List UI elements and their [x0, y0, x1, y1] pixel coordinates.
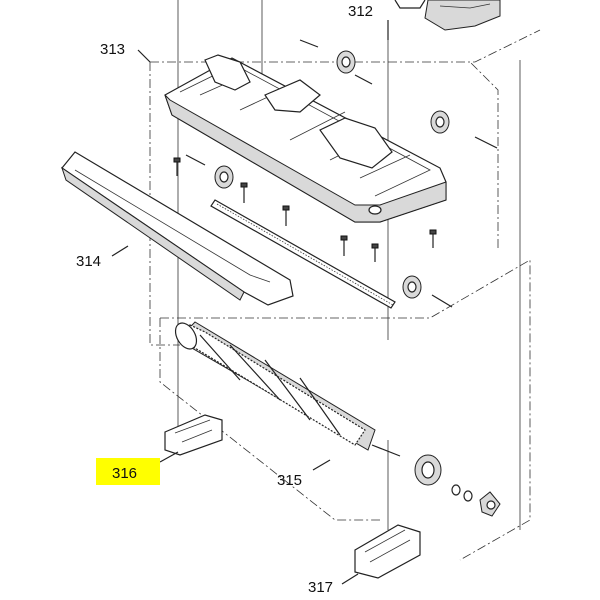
pin-lower — [431, 294, 453, 308]
bristle-strip — [210, 199, 396, 309]
screw-5 — [371, 243, 379, 262]
end-cap-317-detail — [364, 529, 411, 563]
screw-3 — [282, 205, 290, 226]
label-316: 316 — [112, 465, 137, 482]
top-bracket — [424, 0, 501, 31]
screw-2 — [240, 182, 248, 203]
leader-316 — [159, 451, 179, 463]
frame-brush-left — [159, 318, 380, 521]
bushing-left-hole — [219, 171, 229, 183]
label-314: 314 — [76, 253, 101, 270]
top-bracket-detail — [439, 3, 491, 9]
bushing-upper-hole — [341, 56, 351, 68]
frame-top — [150, 29, 541, 63]
bushing-right-hole — [435, 116, 445, 128]
washer-a — [451, 484, 461, 496]
drive-gear-hub — [421, 461, 435, 479]
part-312-top-components — [394, 0, 501, 31]
leader-314 — [111, 245, 129, 257]
label-317: 317 — [308, 579, 333, 596]
screws — [173, 157, 437, 262]
part-317-end-cap — [341, 524, 421, 585]
end-cap-317-body — [354, 524, 421, 579]
leader-315 — [312, 459, 331, 471]
housing-side-wall — [164, 94, 447, 223]
label-312: 312 — [348, 3, 373, 20]
frame-upper-right — [469, 61, 499, 248]
top-clip — [394, 0, 426, 9]
housing-motor-mount — [204, 54, 251, 91]
bushing-lower-hole — [407, 281, 417, 293]
label-315: 315 — [277, 472, 302, 489]
pin-left — [185, 154, 206, 166]
screw-4 — [340, 235, 348, 256]
brush-end-cap — [174, 322, 198, 350]
pin-upper-a — [299, 39, 319, 48]
housing-screw-boss — [368, 205, 382, 215]
highlight-316 — [96, 458, 160, 485]
screw-1 — [173, 157, 181, 176]
bushings-and-pins — [185, 39, 498, 308]
frame-brush — [160, 259, 531, 561]
screw-6 — [429, 229, 437, 248]
part-314-bumper — [61, 151, 294, 306]
pin-upper-b — [354, 74, 373, 85]
end-bearing-hole — [486, 500, 496, 510]
end-cap-316-detail — [174, 419, 213, 443]
bumper-groove — [74, 169, 271, 283]
brush-drive-gear — [414, 454, 442, 486]
housing-inner-rim — [179, 64, 431, 197]
leader-317 — [341, 573, 359, 585]
bumper-underside — [61, 166, 245, 301]
pin-right — [474, 136, 498, 149]
bristle-strip-teeth — [216, 203, 394, 306]
washer-b — [463, 490, 473, 502]
brush-spiral — [199, 334, 341, 436]
brush-shaft — [371, 444, 401, 457]
bushing-right — [430, 110, 450, 134]
housing-gear-housing — [319, 117, 393, 169]
end-bearing — [479, 491, 501, 517]
label-313: 313 — [100, 41, 125, 58]
bushing-upper — [336, 50, 356, 74]
part-313-housing — [164, 54, 447, 223]
assembly-frames — [149, 29, 541, 561]
end-cap-316-body — [164, 414, 223, 456]
bushing-left — [214, 165, 234, 189]
part-316-end-cap — [96, 414, 223, 485]
frame-upper-left — [149, 62, 180, 346]
part-315-brush-roll — [174, 321, 501, 517]
housing-center-socket — [264, 79, 321, 113]
bushing-lower — [402, 275, 422, 299]
leader-313 — [137, 49, 151, 63]
